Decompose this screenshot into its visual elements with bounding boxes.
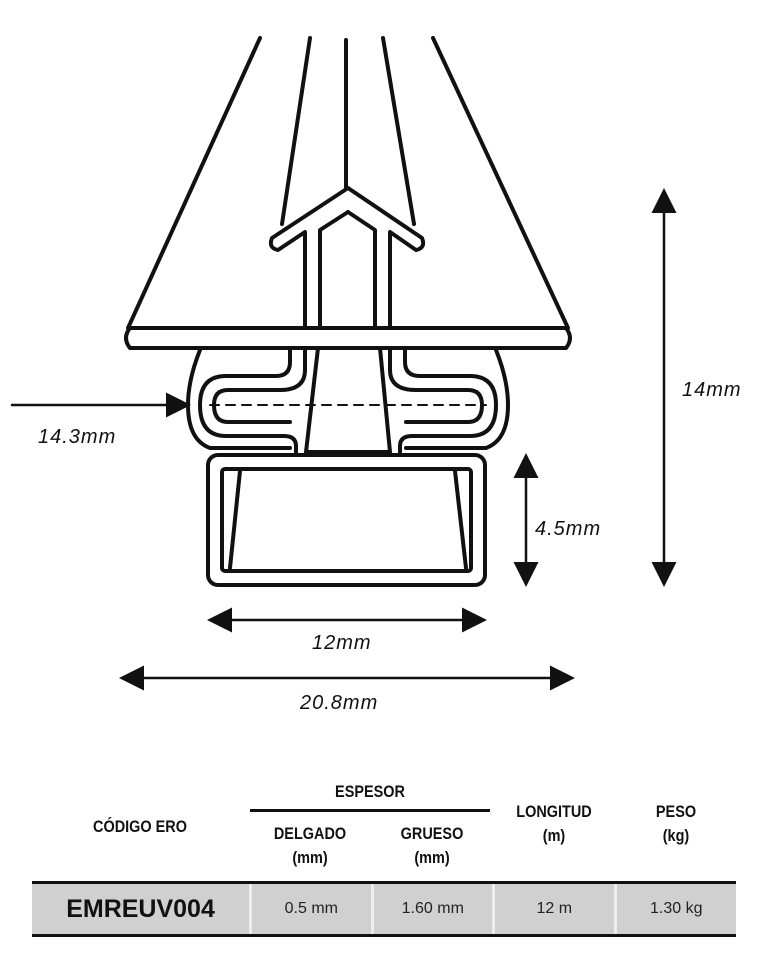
header-divider: [250, 809, 490, 812]
table-row: EMREUV004 0.5 mm 1.60 mm 12 m 1.30 kg: [32, 881, 736, 937]
dim-base-height: 4.5mm: [535, 518, 602, 540]
dim-total-height: 14mm: [682, 379, 742, 401]
dim-total-width: 20.8mm: [300, 692, 379, 714]
cell-weight: 1.30 kg: [613, 884, 736, 934]
profile-drawing: [10, 36, 677, 691]
cell-code: EMREUV004: [32, 884, 250, 934]
cell-length: 12 m: [492, 884, 614, 934]
header-thin: DELGADO(mm): [273, 824, 347, 867]
cell-thick: 1.60 mm: [370, 884, 493, 934]
header-code: CÓDIGO ERO: [93, 817, 187, 836]
header-length: LONGITUD(m): [516, 802, 592, 845]
dim-base-width: 12mm: [312, 632, 372, 654]
header-weight: PESO(kg): [655, 802, 697, 845]
header-espesor: ESPESOR: [335, 782, 405, 801]
header-thick: GRUESO(mm): [400, 824, 464, 867]
dim-inner-width: 14.3mm: [38, 426, 117, 448]
cell-thin: 0.5 mm: [249, 884, 371, 934]
